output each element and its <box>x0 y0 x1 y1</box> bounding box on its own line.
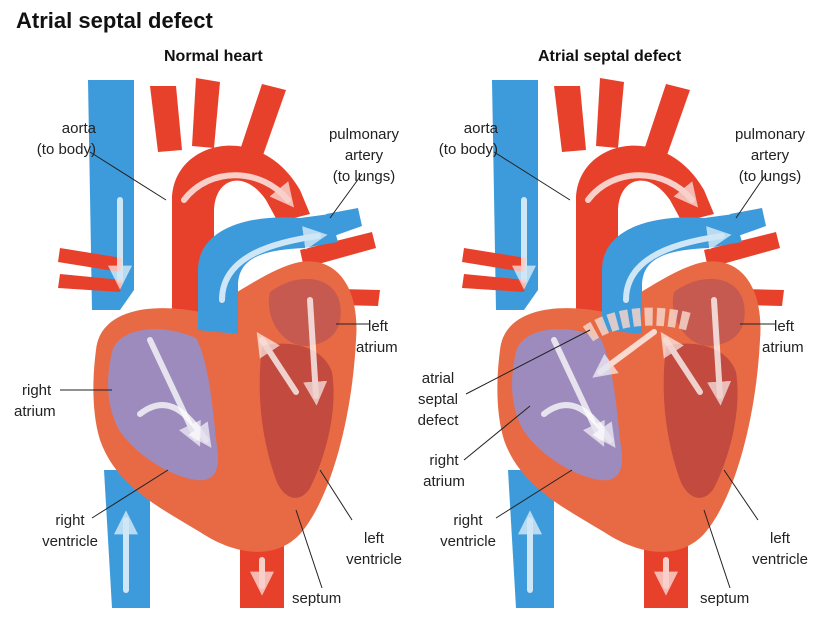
label-line: aorta <box>463 120 498 137</box>
label-left-atrium-normal: left atrium <box>356 316 416 358</box>
label-line: pulmonary <box>328 126 400 143</box>
panel-title-normal: Normal heart <box>164 48 263 65</box>
pulmonary-artery-branch <box>730 208 766 236</box>
aorta-branch <box>596 78 624 148</box>
pulmonary-vein <box>462 248 526 272</box>
heart-asd <box>462 78 784 608</box>
figure-title: Atrial septal defect <box>16 8 213 33</box>
flow-arrow <box>707 297 732 406</box>
label-line: (to body) <box>438 141 498 158</box>
flow-arrow <box>219 226 328 303</box>
label-line: right <box>453 512 483 529</box>
superior-vena-cava <box>88 80 134 310</box>
pulmonary-vein <box>300 232 376 268</box>
label-line: right <box>429 452 459 469</box>
leader-right-ventricle-normal <box>91 469 169 519</box>
label-line: left <box>368 318 389 335</box>
leader-right-atrium-asd <box>463 405 531 461</box>
flow-arrow <box>541 402 616 448</box>
label-line: septal <box>417 391 459 408</box>
label-left-ventricle-normal: left ventricle <box>336 528 412 570</box>
aorta-branch <box>150 86 182 152</box>
label-line: artery <box>750 147 790 164</box>
label-pulmonary-normal: pulmonary artery (to lungs) <box>316 124 412 187</box>
leader-defect-asd <box>465 329 591 395</box>
leader-left-ventricle-normal <box>319 469 353 521</box>
flow-arrow <box>592 329 657 378</box>
left-atrium-chamber <box>268 278 341 346</box>
label-right-ventricle-normal: right ventricle <box>34 510 106 552</box>
label-line: atrial <box>421 370 455 387</box>
label-line: defect <box>417 412 459 429</box>
label-line: pulmonary <box>734 126 806 143</box>
pulmonary-artery-branch <box>326 208 362 236</box>
label-left-ventricle-asd: left ventricle <box>742 528 818 570</box>
label-line: right <box>22 382 52 399</box>
label-septum-asd: septum <box>700 590 750 607</box>
pulmonary-vein <box>704 232 780 268</box>
label-line: atrium <box>14 403 56 420</box>
flow-arrow <box>181 172 295 208</box>
label-line: ventricle <box>346 551 402 568</box>
label-line: artery <box>344 147 384 164</box>
label-line: atrium <box>762 339 804 356</box>
label-right-atrium-normal: right atrium <box>14 380 74 422</box>
panel-title-asd: Atrial septal defect <box>538 48 682 65</box>
label-line: left <box>769 530 790 547</box>
label-defect-asd: atrial septal defect <box>412 368 464 431</box>
leader-right-ventricle-asd <box>495 469 573 519</box>
leader-pulmonary-asd <box>735 173 767 219</box>
flow-arrow <box>585 172 699 208</box>
leader-septum-asd <box>703 509 731 589</box>
leader-aorta-normal <box>89 151 167 201</box>
label-left-atrium-asd: left atrium <box>762 316 822 358</box>
flow-arrow <box>137 402 212 448</box>
label-line: ventricle <box>440 533 496 550</box>
aorta-branch <box>192 78 220 148</box>
pulmonary-vein <box>58 248 122 272</box>
leader-aorta-asd <box>493 151 571 201</box>
label-line: aorta <box>61 120 96 137</box>
label-line: left <box>363 530 384 547</box>
flow-arrow <box>660 331 703 395</box>
leader-pulmonary-normal <box>329 173 363 219</box>
label-line: (to lungs) <box>738 168 802 185</box>
aorta-branch <box>644 84 690 158</box>
flow-arrow <box>256 331 299 395</box>
heart-normal <box>58 78 380 608</box>
label-pulmonary-asd: pulmonary artery (to lungs) <box>722 124 818 187</box>
flow-arrow <box>303 297 328 406</box>
label-line: left <box>774 318 795 335</box>
leader-septum-normal <box>295 509 323 589</box>
label-aorta-normal: aorta (to body) <box>14 118 96 160</box>
label-aorta-asd: aorta (to body) <box>416 118 498 160</box>
flow-arrow <box>623 226 732 303</box>
label-line: ventricle <box>752 551 808 568</box>
label-right-atrium-asd: right atrium <box>416 450 472 492</box>
label-septum-normal: septum <box>292 590 342 607</box>
superior-vena-cava <box>492 80 538 310</box>
aorta-branch <box>554 86 586 152</box>
pulmonary-vein <box>462 274 526 292</box>
label-line: (to body) <box>36 141 96 158</box>
aorta-branch <box>240 84 286 158</box>
pulmonary-vein <box>58 274 122 292</box>
leader-left-ventricle-asd <box>723 469 759 521</box>
septal-defect-shunt <box>582 307 693 342</box>
left-atrium-chamber <box>672 278 745 346</box>
label-line: (to lungs) <box>332 168 396 185</box>
label-line: atrium <box>423 473 465 490</box>
label-line: right <box>55 512 85 529</box>
label-right-ventricle-asd: right ventricle <box>432 510 504 552</box>
label-line: atrium <box>356 339 398 356</box>
label-line: ventricle <box>42 533 98 550</box>
